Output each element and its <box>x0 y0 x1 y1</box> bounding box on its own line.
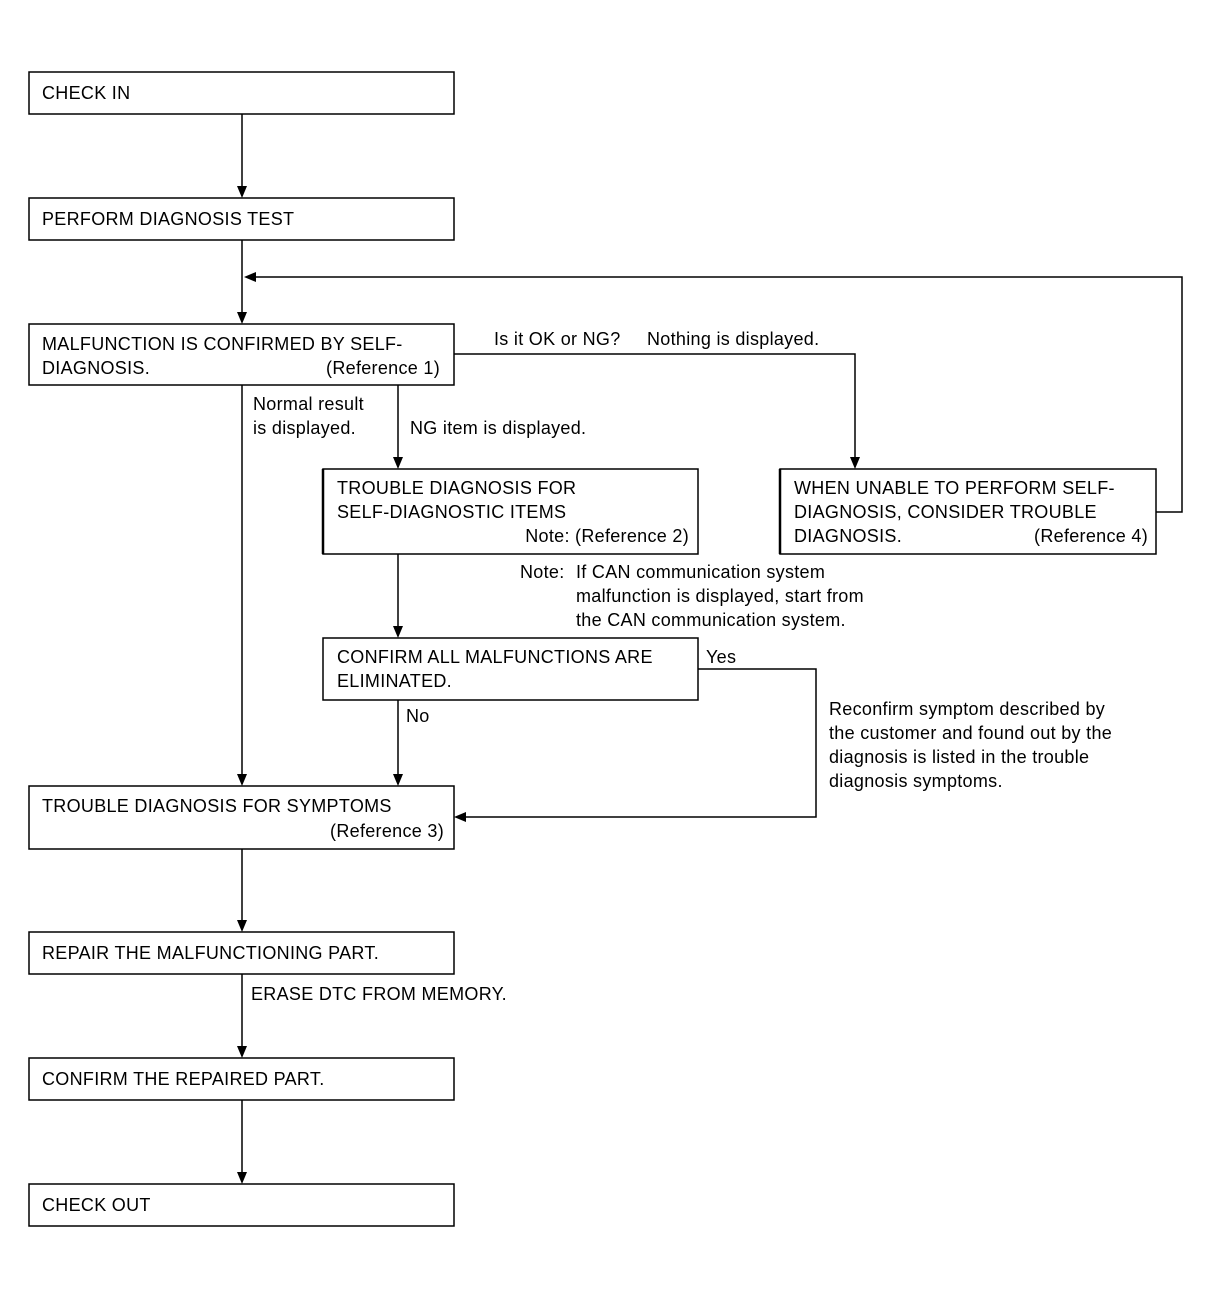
trouble-self-diag-line-2: SELF-DIAGNOSTIC ITEMS <box>337 502 566 522</box>
repair-label: REPAIR THE MALFUNCTIONING PART. <box>42 943 379 963</box>
trouble-symptoms-line-1: TROUBLE DIAGNOSIS FOR SYMPTOMS <box>42 796 392 816</box>
arrowhead <box>237 920 247 932</box>
erase-dtc-label: ERASE DTC FROM MEMORY. <box>251 984 507 1004</box>
arrowhead <box>237 186 247 198</box>
malfunction-confirmed-line-1: MALFUNCTION IS CONFIRMED BY SELF- <box>42 334 403 354</box>
malfunction-confirmed-line-2: DIAGNOSIS. <box>42 358 150 378</box>
unable-self-diag-line-2: DIAGNOSIS, CONSIDER TROUBLE <box>794 502 1097 522</box>
check-in-label: CHECK IN <box>42 83 130 103</box>
trouble-symptoms-box: TROUBLE DIAGNOSIS FOR SYMPTOMS (Referenc… <box>28 785 455 850</box>
connector-malfunction-to-unable <box>454 353 860 469</box>
trouble-self-diag-box: TROUBLE DIAGNOSIS FOR SELF-DIAGNOSTIC IT… <box>321 468 699 555</box>
can-note-line-3: the CAN communication system. <box>576 610 846 630</box>
unable-self-diag-box: WHEN UNABLE TO PERFORM SELF- DIAGNOSIS, … <box>778 468 1157 555</box>
arrowhead <box>237 1172 247 1184</box>
can-note-line-1: If CAN communication system <box>576 562 825 582</box>
connector-confirm-no-to-symptoms <box>393 700 403 786</box>
nothing-displayed-label: Nothing is displayed. <box>647 329 819 349</box>
can-note-line-2: malfunction is displayed, start from <box>576 586 864 606</box>
arrowhead <box>237 774 247 786</box>
connector-confirm-repaired-to-checkout <box>237 1100 247 1184</box>
reference-2-label: Note: (Reference 2) <box>525 526 689 546</box>
trouble-self-diag-line-1: TROUBLE DIAGNOSIS FOR <box>337 478 576 498</box>
normal-result-line-2: is displayed. <box>253 418 356 438</box>
reference-3-label: (Reference 3) <box>330 821 444 841</box>
no-label: No <box>406 706 430 726</box>
reconfirm-line-4: diagnosis symptoms. <box>829 771 1003 791</box>
reconfirm-note: Reconfirm symptom described by the custo… <box>829 699 1112 791</box>
arrowhead <box>850 457 860 469</box>
arrowhead <box>237 312 247 324</box>
check-in-box: CHECK IN <box>28 71 455 115</box>
arrowhead <box>454 812 466 822</box>
connector-self-diag-to-confirm <box>393 554 403 638</box>
ng-item-label: NG item is displayed. <box>410 418 586 438</box>
ok-or-ng-label: Is it OK or NG? <box>494 329 621 349</box>
normal-result-line-1: Normal result <box>253 394 364 414</box>
confirm-eliminated-box: CONFIRM ALL MALFUNCTIONS ARE ELIMINATED. <box>322 637 699 701</box>
reference-4-label: (Reference 4) <box>1034 526 1148 546</box>
confirm-eliminated-line-2: ELIMINATED. <box>337 671 452 691</box>
check-out-label: CHECK OUT <box>42 1195 151 1215</box>
unable-self-diag-line-3: DIAGNOSIS. <box>794 526 902 546</box>
perform-diagnosis-test-box: PERFORM DIAGNOSIS TEST <box>28 197 455 241</box>
confirm-repaired-label: CONFIRM THE REPAIRED PART. <box>42 1069 325 1089</box>
unable-self-diag-line-1: WHEN UNABLE TO PERFORM SELF- <box>794 478 1115 498</box>
reconfirm-line-3: diagnosis is listed in the trouble <box>829 747 1089 767</box>
perform-diagnosis-test-label: PERFORM DIAGNOSIS TEST <box>42 209 294 229</box>
connector-malfunction-to-symptoms <box>237 385 247 786</box>
arrowhead <box>237 1046 247 1058</box>
malfunction-confirmed-box: MALFUNCTION IS CONFIRMED BY SELF- DIAGNO… <box>28 323 455 386</box>
arrowhead <box>393 626 403 638</box>
confirm-eliminated-line-1: CONFIRM ALL MALFUNCTIONS ARE <box>337 647 653 667</box>
connector-symptoms-to-repair <box>237 849 247 932</box>
repair-box: REPAIR THE MALFUNCTIONING PART. <box>28 931 455 975</box>
can-note-prefix: Note: <box>520 562 565 582</box>
connector-confirm-yes-to-symptoms <box>454 668 817 822</box>
connector-feedback-loop <box>244 272 1183 513</box>
arrowhead <box>393 774 403 786</box>
connector-checkin-to-test <box>237 114 247 198</box>
yes-label: Yes <box>706 647 736 667</box>
connector-test-to-malfunction <box>237 240 247 324</box>
confirm-repaired-box: CONFIRM THE REPAIRED PART. <box>28 1057 455 1101</box>
reconfirm-line-2: the customer and found out by the <box>829 723 1112 743</box>
connector-malfunction-to-self-diag <box>393 385 403 469</box>
arrowhead <box>393 457 403 469</box>
reference-1-label: (Reference 1) <box>326 358 440 378</box>
connector-repair-to-confirm-repaired <box>237 974 247 1058</box>
arrowhead <box>244 272 256 282</box>
reconfirm-line-1: Reconfirm symptom described by <box>829 699 1105 719</box>
check-out-box: CHECK OUT <box>28 1183 455 1227</box>
can-note: Note: If CAN communication system malfun… <box>520 562 864 630</box>
